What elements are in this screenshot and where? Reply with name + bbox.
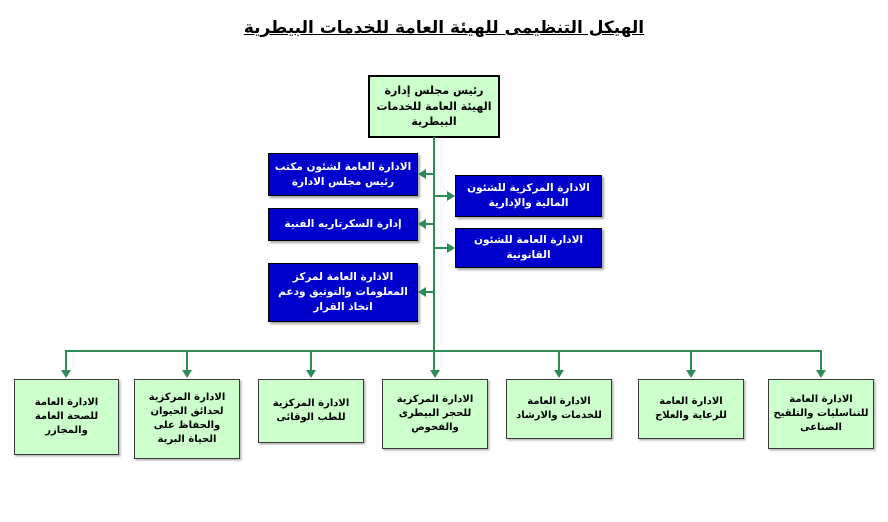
connector-right-1-line xyxy=(434,195,447,197)
connector-dept-5-stub xyxy=(558,350,560,371)
org-box-dept-reproduction: الادارة العامة للتناسليات والتلقيح الصنا… xyxy=(768,379,874,449)
org-box-dept-preventive-medicine: الادارة المركزية للطب الوقائى xyxy=(258,379,364,443)
arrow-down-dept-3-icon xyxy=(306,370,316,378)
arrow-left-3-icon xyxy=(418,287,426,297)
arrow-down-dept-4-icon xyxy=(430,370,440,378)
org-box-dept-care-treatment: الادارة العامة للرعاية والعلاج xyxy=(638,379,744,439)
arrow-left-1-icon xyxy=(418,169,426,179)
org-box-dept-zoos-wildlife: الادارة المركزية لحدائق الحيوان والحفاظ … xyxy=(134,379,240,459)
connector-left-2-line xyxy=(426,223,435,225)
org-box-root: رئيس مجلس إدارة الهيئة العامة للخدمات ال… xyxy=(368,75,500,138)
arrow-right-2-icon xyxy=(447,243,455,253)
connector-dept-4-stub xyxy=(433,350,435,371)
connector-dept-1-stub xyxy=(65,350,67,371)
arrow-down-dept-1-icon xyxy=(61,370,71,378)
connector-dept-7-stub xyxy=(820,350,822,371)
arrow-down-dept-7-icon xyxy=(816,370,826,378)
connector-trunk-vertical xyxy=(433,137,435,350)
org-box-right-financial-admin: الادارة المركزية للشئون المالية والإداري… xyxy=(455,175,602,217)
connector-left-1-line xyxy=(426,173,435,175)
org-box-dept-public-health: الادارة العامة للصحة العامة والمجازر xyxy=(14,379,119,455)
arrow-down-dept-6-icon xyxy=(686,370,696,378)
org-box-left-information-center: الادارة العامة لمركز المعلومات والتوثيق … xyxy=(268,263,418,322)
connector-distribution-horizontal xyxy=(65,350,822,352)
org-box-left-technical-secretariat: إدارة السكرتاريه الفنية xyxy=(268,208,418,241)
connector-dept-6-stub xyxy=(690,350,692,371)
chart-title: الهيكل التنظيمى للهيئة العامة للخدمات ال… xyxy=(243,18,645,38)
org-box-left-chairman-office: الادارة العامة لشئون مكتب رئيس مجلس الاد… xyxy=(268,153,418,196)
org-box-dept-services-guidance: الادارة العامة للخدمات والارشاد xyxy=(506,379,612,439)
connector-left-3-line xyxy=(426,291,435,293)
org-box-right-legal-affairs: الادارة العامة للشئون القانونية xyxy=(455,228,602,268)
arrow-down-dept-2-icon xyxy=(182,370,192,378)
org-box-dept-quarantine: الادارة المركزية للحجر البيطرى والفحوص xyxy=(382,379,488,449)
connector-right-2-line xyxy=(434,247,447,249)
connector-dept-2-stub xyxy=(186,350,188,371)
arrow-right-1-icon xyxy=(447,191,455,201)
arrow-left-2-icon xyxy=(418,219,426,229)
arrow-down-dept-5-icon xyxy=(554,370,564,378)
connector-dept-3-stub xyxy=(310,350,312,371)
